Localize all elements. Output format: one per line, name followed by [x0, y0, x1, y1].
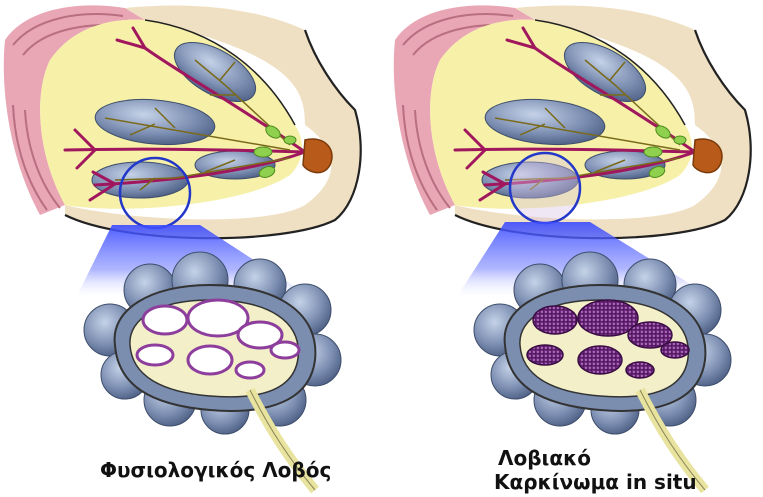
lcis-caption-line2: Καρκίνωμα in situ: [494, 470, 697, 494]
lcis-caption-line1: Λοβιακό: [498, 446, 591, 470]
right-highlight-circle: [510, 153, 580, 223]
normal-breast-illustration: [4, 5, 361, 238]
normal-lobe-caption: Φυσιολογικός Λοβός: [100, 458, 331, 482]
